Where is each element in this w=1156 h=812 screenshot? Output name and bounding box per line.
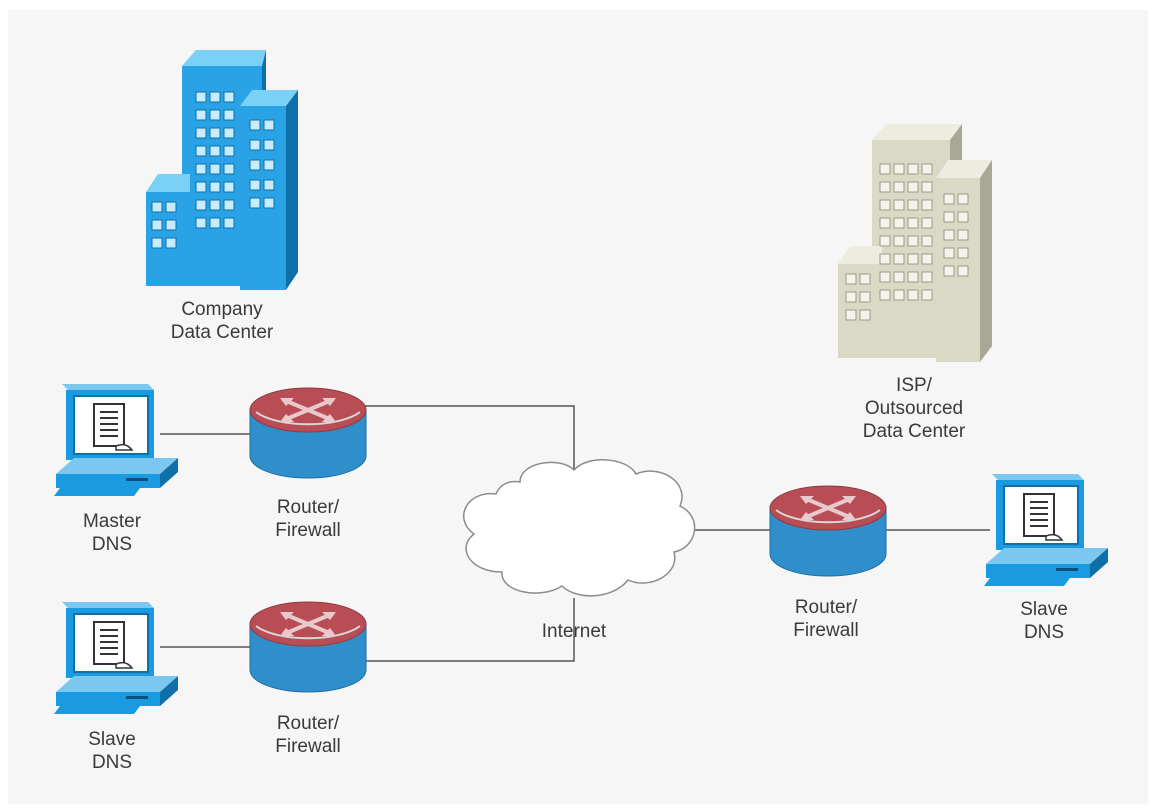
links — [160, 405, 990, 662]
internet-label: Internet — [542, 620, 606, 643]
router-right-icon — [768, 484, 888, 578]
isp-dc-label: ISP/ Outsourced Data Center — [863, 374, 965, 443]
slave-dns-left-computer-icon — [53, 601, 179, 715]
router-top-icon — [248, 386, 368, 480]
slave-dns-right-label-line2: DNS — [1023, 622, 1065, 643]
company-dc-label: Company Data Center — [171, 298, 273, 344]
router-right-label-line1: Router/ — [794, 597, 858, 618]
master-dns-computer-icon — [53, 383, 179, 497]
slave-dns-left-label-line2: DNS — [91, 752, 133, 773]
isp-dc-label-line3: Data Center — [862, 421, 966, 442]
slave-dns-left-label-line1: Slave — [88, 729, 136, 750]
router-right-label: Router/ Firewall — [793, 596, 858, 642]
router-top-label-line2: Firewall — [275, 520, 341, 541]
router-bottom-label-line1: Router/ — [276, 713, 340, 734]
isp-dc-label-line1: ISP/ — [896, 375, 932, 396]
slave-dns-right-computer-icon — [983, 473, 1109, 587]
router-bottom-label: Router/ Firewall — [275, 712, 340, 758]
router-bottom-icon — [248, 600, 368, 694]
master-dns-label: Master DNS — [83, 510, 141, 556]
slave-dns-right-label: Slave DNS — [1020, 598, 1068, 644]
isp-dc-label-line2: Outsourced — [864, 398, 964, 419]
internet-cloud-icon — [463, 459, 696, 597]
company-building-icon — [146, 50, 298, 290]
isp-building-icon — [838, 124, 992, 362]
router-top-label-line1: Router/ — [276, 497, 340, 518]
company-dc-label-line2: Data Center — [170, 322, 274, 343]
master-dns-label-line2: DNS — [91, 534, 133, 555]
router-top-label: Router/ Firewall — [275, 496, 340, 542]
master-dns-label-line1: Master — [82, 511, 142, 532]
slave-dns-right-label-line1: Slave — [1020, 599, 1068, 620]
company-dc-label-line1: Company — [181, 299, 263, 320]
slave-dns-left-label: Slave DNS — [88, 728, 136, 774]
internet-label-text: Internet — [541, 621, 607, 642]
router-bottom-label-line2: Firewall — [275, 736, 341, 757]
link-router-bottom-internet — [364, 598, 575, 662]
link-router-top-internet — [364, 405, 575, 490]
router-right-label-line2: Firewall — [793, 620, 859, 641]
